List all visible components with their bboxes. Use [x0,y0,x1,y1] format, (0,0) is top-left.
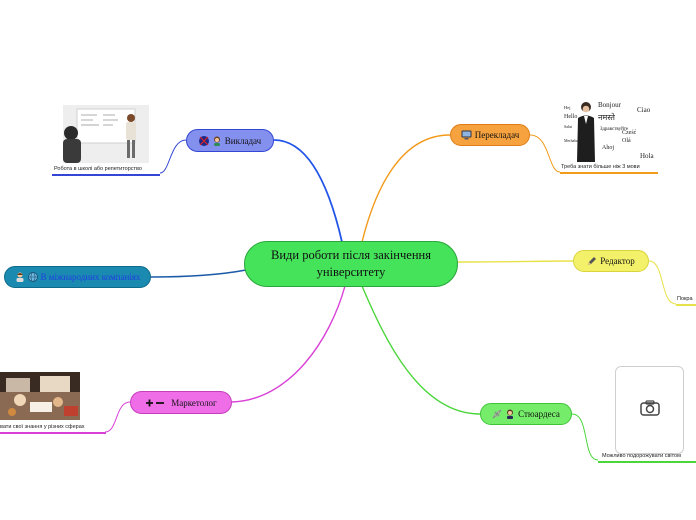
computer-monitor-icon [461,130,472,140]
link-perekladach [361,134,451,243]
sublink-marketoloh [104,401,131,433]
marketing-photo [0,372,80,420]
flight-attendant-icon [505,409,515,419]
lang-word-6: Hej [564,105,571,110]
lang-word-1: Ciao [637,106,651,114]
lang-word-9: Ahoj [602,145,614,151]
note-redaktor-underline [676,304,696,306]
sublink-redaktor [648,260,677,305]
note-marketoloh: вати свої знання у різних сферах [0,424,85,430]
central-topic[interactable]: Види роботи після закінчення університет… [244,241,458,287]
teacher-woman-icon [212,136,222,146]
link-styuardesa [361,285,481,415]
lang-word-4: Здравствуйте [600,127,629,132]
branch-perekladach[interactable]: Перекладач [450,124,530,146]
plus-minus-icon [145,398,165,408]
lang-word-5: नमस्ते [598,112,615,122]
note-styuardesa-underline [598,461,696,463]
globe-icon [27,272,38,282]
note-marketoloh-underline [0,432,106,434]
branch-styuardesa-label: Стюардеса [518,409,560,419]
branch-styuardesa[interactable]: Стюардеса [480,403,572,425]
note-redaktor: Покра [677,296,693,302]
link-redaktor [457,260,574,263]
lang-word-2: Hello [564,114,577,120]
branch-mizhnarodni-label: В міжнародних компаніях [40,272,141,282]
sublink-styuardesa [571,413,599,461]
classroom-photo [63,105,149,163]
note-styuardesa: Можливо подорожувати світом [602,453,681,459]
lang-word-7: Olá [622,138,631,144]
lang-word-10: Merhaba [564,138,578,143]
branch-redaktor-label: Редактор [600,256,635,266]
pencil-icon [587,256,597,266]
note-vykladach-underline [52,174,160,176]
link-marketoloh [231,285,346,403]
businessman-icon [15,272,25,282]
branch-marketoloh-label: Маркетолог [171,397,217,408]
camera-icon [639,399,660,421]
lang-word-0: Bonjour [598,101,622,109]
link-vykladach [273,139,343,243]
branch-redaktor[interactable]: Редактор [573,250,649,272]
branch-perekladach-label: Перекладач [474,130,520,140]
sublink-perekladach [529,134,561,173]
note-perekladach-underline [560,172,658,174]
lang-word-11: Cześć [622,130,637,136]
branch-marketoloh[interactable]: Маркетолог [130,391,232,414]
languages-photo: Bonjour Ciao Hello Hola Здравствуйте नमस… [562,98,656,162]
branch-vykladach[interactable]: Викладач [186,129,274,152]
image-placeholder[interactable] [615,366,684,454]
note-perekladach: Треба знати більше ніж 3 мови [561,164,640,170]
note-vykladach: Робота в школі або репетиторство [54,166,142,172]
branch-vykladach-label: Викладач [224,135,262,146]
lang-word-8: Salut [564,124,573,129]
flag-australia-icon [198,135,209,146]
sublink-vykladach [159,139,187,174]
central-topic-label: Види роботи після закінчення університет… [271,248,431,279]
link-mizhnarodni [150,269,247,278]
lang-word-3: Hola [640,152,655,160]
airplane-icon [492,409,502,419]
branch-mizhnarodni[interactable]: В міжнародних компаніях [4,266,151,288]
